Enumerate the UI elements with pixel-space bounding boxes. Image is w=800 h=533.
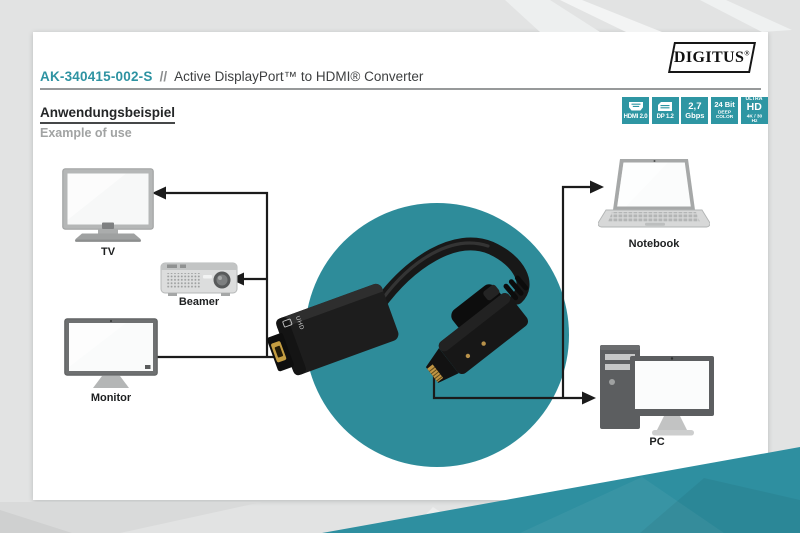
- badge-unit: Gbps: [685, 111, 705, 120]
- monitor-icon: [64, 318, 158, 388]
- badge-hdmi: HDMI 2.0: [622, 97, 649, 124]
- badge-subtext: DEEP COLOR: [715, 110, 734, 121]
- part-number: AK-340415-002-S: [40, 69, 153, 84]
- badge-value: 2,7: [688, 100, 702, 112]
- badge-ultra: ULTRA: [745, 97, 763, 102]
- device-label-monitor: Monitor: [90, 392, 132, 404]
- section-heading-de: Anwendungsbeispiel: [40, 105, 176, 124]
- digitus-logo-text: DIGITUS®: [673, 48, 751, 66]
- top-streak: [505, 0, 600, 32]
- tv-icon: [62, 168, 154, 242]
- badge-ultra-hd: ULTRA HD 4K / 30 Hz: [740, 97, 768, 124]
- bottom-facet: [0, 510, 72, 533]
- device-label-beamer: Beamer: [178, 296, 220, 308]
- header-rule: [40, 88, 761, 90]
- notebook-icon: [598, 159, 710, 228]
- digitus-logo: DIGITUS®: [667, 42, 757, 73]
- product-title: Active DisplayPort™ to HDMI® Converter: [174, 69, 424, 84]
- dp-plug-icon: [658, 102, 673, 111]
- badge-resolution: 4K / 30 Hz: [746, 114, 762, 124]
- badge-value: 24 Bit: [714, 99, 735, 109]
- teal-circle: [305, 203, 569, 467]
- bottom-facet: [408, 507, 472, 533]
- header-separator: //: [159, 69, 168, 84]
- bottom-facet: [0, 502, 262, 533]
- section-heading-en: Example of use: [40, 126, 132, 140]
- beamer-icon: [160, 262, 238, 296]
- top-streak: [700, 0, 792, 32]
- device-label-tv: TV: [100, 246, 116, 258]
- header: AK-340415-002-S // Active DisplayPort™ to …: [40, 69, 423, 84]
- device-label-pc: PC: [649, 436, 665, 448]
- device-label-notebook: Notebook: [628, 238, 680, 250]
- pc-icon: [600, 345, 714, 436]
- badge-bandwidth: 2,7 Gbps: [681, 97, 709, 124]
- badge-dp: DP 1.2: [651, 97, 679, 124]
- feature-badges: HDMI 2.0 DP 1.2 2,7 Gbps 24 Bit DEEP COL…: [622, 97, 768, 124]
- registered-mark: ®: [744, 49, 751, 58]
- hdmi-plug-icon: [628, 102, 643, 111]
- top-streak: [560, 0, 662, 32]
- badge-caption: HDMI 2.0: [623, 114, 648, 120]
- badge-color-depth: 24 Bit DEEP COLOR: [711, 97, 739, 124]
- badge-caption: DP 1.2: [656, 114, 674, 120]
- badge-hd: HD: [746, 100, 762, 113]
